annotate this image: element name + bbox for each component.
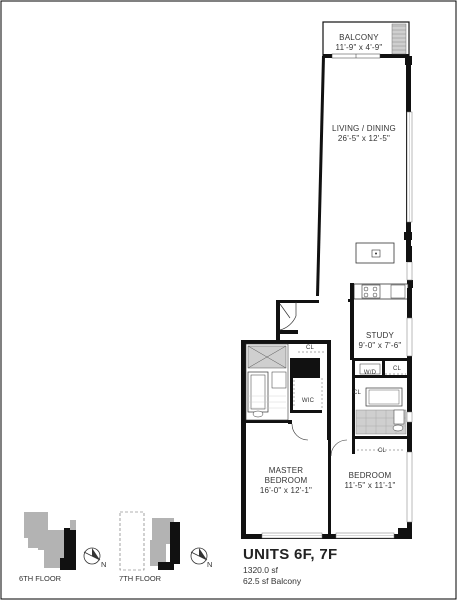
master-bath [245, 343, 289, 421]
keyplan-7th-label: 7TH FLOOR [119, 574, 162, 583]
master-bedroom-name-1: MASTER [268, 466, 304, 475]
wd-tag: W/D [363, 370, 377, 376]
keyplan-6th-floor [24, 512, 101, 570]
interior-walls [241, 283, 413, 539]
kitchen-counter [353, 283, 409, 300]
bedroom-dims: 11'-5" x 11'-1" [344, 481, 396, 490]
balcony-dims: 11'-9" x 4'-9" [335, 43, 383, 52]
second-bath [355, 387, 407, 435]
closet-doors [298, 351, 406, 451]
unit-title: UNITS 6F, 7F [243, 546, 338, 563]
closet-tag-bath: CL [352, 390, 362, 396]
kitchen-island [355, 242, 395, 264]
balcony-label: BALCONY 11'-9" x 4'-9" [324, 33, 394, 53]
bedroom-doors [291, 423, 348, 457]
compass-north-7th: N [207, 560, 213, 569]
living-dining-label: LIVING / DINING 26'-5" x 12'-5" [322, 124, 406, 144]
living-dining-dims: 26'-5" x 12'-5" [337, 134, 391, 143]
closet-tag-hall: CL [305, 345, 315, 351]
bottom-windows [261, 532, 395, 539]
master-bedroom-label: MASTER BEDROOM 16'-0" x 12'-1" [250, 466, 322, 496]
entry-door [279, 302, 297, 331]
study-dims: 9'-0" x 7'-6" [358, 341, 402, 350]
bedroom-name: BEDROOM [348, 471, 392, 480]
walk-in-closet [293, 378, 323, 410]
closet-tag-bedroom: CL [377, 448, 387, 454]
unit-area: 1320.0 sf [243, 565, 278, 575]
compass-north-6th: N [101, 560, 107, 569]
balcony-area-text: 62.5 sf Balcony [243, 576, 302, 586]
wic-tag: WIC [301, 398, 315, 404]
master-bedroom-dims: 16'-0" x 12'-1" [259, 486, 313, 495]
living-dining-walls [316, 56, 413, 296]
keyplan-6th-label: 6TH FLOOR [19, 574, 62, 583]
balcony-area [322, 21, 410, 59]
master-bedroom-name-2: BEDROOM [264, 476, 308, 485]
study-name: STUDY [365, 331, 395, 340]
balcony-name: BALCONY [339, 33, 379, 42]
study-label: STUDY 9'-0" x 7'-6" [352, 331, 408, 351]
closet-tag-study: CL [392, 366, 402, 372]
washer-dryer [359, 363, 381, 375]
keyplan-7th-floor [119, 511, 208, 571]
living-dining-name: LIVING / DINING [332, 124, 396, 133]
bedroom-label: BEDROOM 11'-5" x 11'-1" [334, 471, 406, 491]
